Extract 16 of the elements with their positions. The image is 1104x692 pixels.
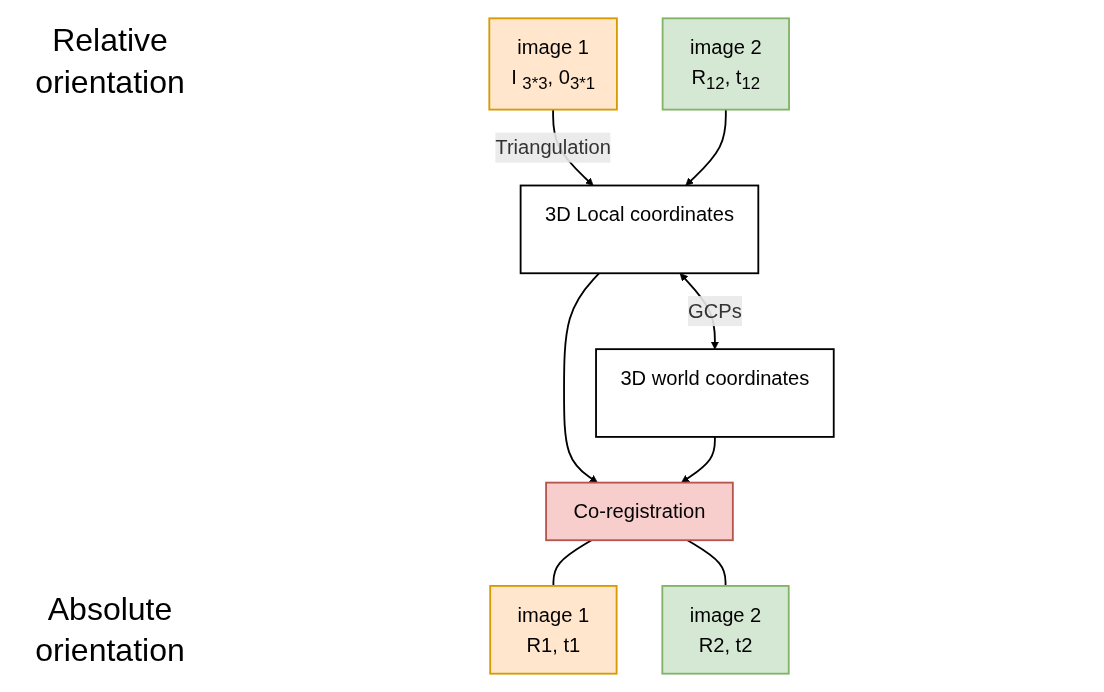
node-box: image 2 R$_{12}$, t$_{12}$ [662, 17, 791, 111]
node-box: 3D world coordinates [595, 348, 836, 438]
node-box: image 1 I $_{3*3}$, 0$_{3*1}$ [488, 17, 619, 111]
node-box: Co-registration [545, 481, 735, 542]
connector [552, 539, 593, 587]
connector [687, 539, 727, 587]
edge-label: GCPs [688, 299, 743, 323]
node-box: image 1 R1, t1 [489, 585, 618, 675]
arrow [563, 272, 601, 483]
arrow [685, 108, 728, 186]
node-box: image 2 R2, t2 [661, 585, 791, 675]
edge-label: Triangulation [495, 136, 612, 159]
row-label: Absolute orientation [34, 589, 186, 671]
row-label: Relative orientation [34, 21, 186, 102]
arrow [681, 436, 717, 483]
node-box: 3D Local coordinates [520, 184, 760, 275]
